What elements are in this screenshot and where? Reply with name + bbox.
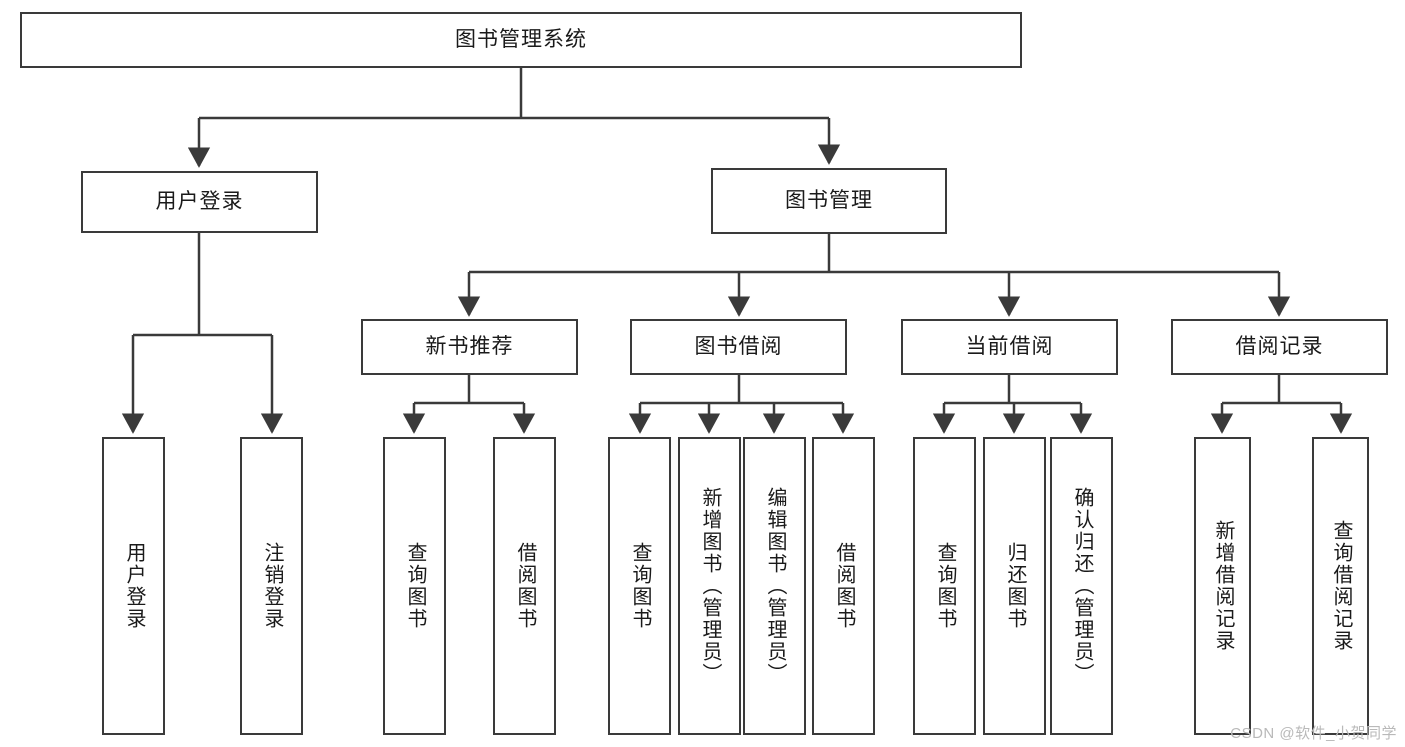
node-new-book-recommend[interactable]: 新书推荐: [361, 319, 578, 375]
node-book-manage[interactable]: 图书管理: [711, 168, 947, 234]
leaf-book-borrow-edit[interactable]: 编辑图书（管理员）: [743, 437, 806, 735]
leaf-current-borrow-query[interactable]: 查询图书: [913, 437, 976, 735]
leaf-book-borrow-query[interactable]: 查询图书: [608, 437, 671, 735]
leaf-user-login-logout[interactable]: 注销登录: [240, 437, 303, 735]
leaf-user-login-login[interactable]: 用户登录: [102, 437, 165, 735]
leaf-book-borrow-add[interactable]: 新增图书（管理员）: [678, 437, 741, 735]
node-book-borrow[interactable]: 图书借阅: [630, 319, 847, 375]
leaf-borrow-record-query[interactable]: 查询借阅记录: [1312, 437, 1369, 735]
leaf-book-borrow-borrow[interactable]: 借阅图书: [812, 437, 875, 735]
leaf-new-book-query[interactable]: 查询图书: [383, 437, 446, 735]
leaf-current-borrow-confirm-return[interactable]: 确认归还（管理员）: [1050, 437, 1113, 735]
node-borrow-record[interactable]: 借阅记录: [1171, 319, 1388, 375]
node-current-borrow[interactable]: 当前借阅: [901, 319, 1118, 375]
leaf-new-book-borrow[interactable]: 借阅图书: [493, 437, 556, 735]
leaf-current-borrow-return[interactable]: 归还图书: [983, 437, 1046, 735]
node-root-system[interactable]: 图书管理系统: [20, 12, 1022, 68]
node-user-login[interactable]: 用户登录: [81, 171, 318, 233]
leaf-borrow-record-add[interactable]: 新增借阅记录: [1194, 437, 1251, 735]
